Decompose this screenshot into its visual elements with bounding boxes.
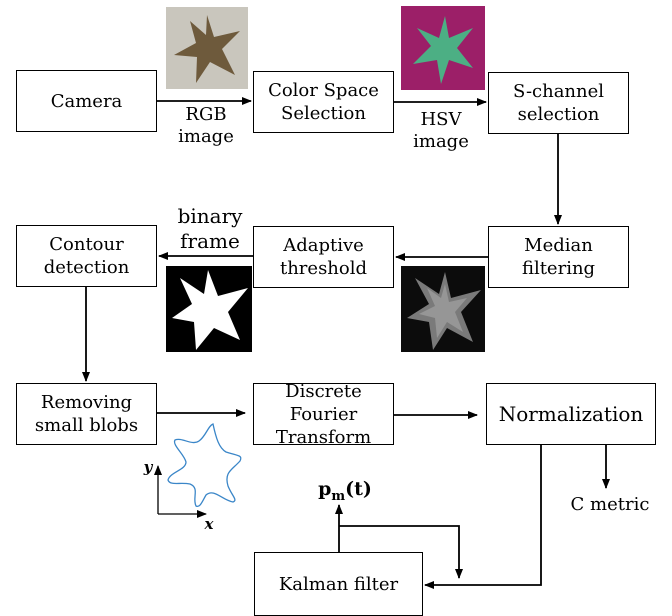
- removing-small-blobs-label: Removing small blobs: [34, 392, 139, 436]
- contour-detection-box: Contour detection: [16, 225, 157, 287]
- binary-star-image: [166, 266, 252, 352]
- median-filtering-label: Median filtering: [521, 235, 596, 279]
- dft-label: Discrete Fourier Transform: [275, 380, 372, 448]
- s-channel-selection-box: S-channel selection: [488, 72, 629, 134]
- hsv-star-image: [401, 6, 485, 90]
- pm-t-label: pm(t): [310, 478, 380, 508]
- binary-frame-label: binary frame: [177, 204, 243, 253]
- axis-x-label: x: [204, 515, 214, 533]
- adaptive-threshold-label: Adaptive threshold: [279, 235, 368, 279]
- rgb-image-label: RGB image: [178, 104, 234, 147]
- normalization-label: Normalization: [498, 401, 644, 426]
- c-metric-label: C metric: [570, 494, 650, 515]
- pm-main: p: [318, 478, 332, 500]
- arrow-feedback-to-kalman: [339, 525, 463, 579]
- camera-label: Camera: [50, 90, 123, 112]
- axis-y-label: y: [143, 458, 153, 476]
- dft-box: Discrete Fourier Transform: [253, 381, 394, 448]
- color-space-selection-label: Color Space Selection: [268, 80, 379, 124]
- median-filtering-box: Median filtering: [488, 226, 629, 288]
- median-star-image: [401, 266, 485, 352]
- pm-sub: m: [331, 488, 346, 504]
- arrow-normalization-to-kalman: [424, 445, 542, 589]
- pm-arg: (t): [345, 478, 372, 500]
- normalization-box: Normalization: [486, 383, 656, 445]
- rgb-star-image: [166, 7, 248, 89]
- color-space-selection-box: Color Space Selection: [253, 71, 394, 133]
- camera-box: Camera: [16, 70, 157, 132]
- removing-small-blobs-box: Removing small blobs: [16, 383, 157, 445]
- adaptive-threshold-box: Adaptive threshold: [253, 226, 394, 288]
- s-channel-selection-label: S-channel selection: [512, 81, 605, 125]
- star-contour-plot: [167, 423, 242, 508]
- kalman-filter-label: Kalman filter: [278, 573, 399, 595]
- hsv-image-label: HSV image: [413, 109, 469, 152]
- contour-detection-label: Contour detection: [43, 234, 130, 278]
